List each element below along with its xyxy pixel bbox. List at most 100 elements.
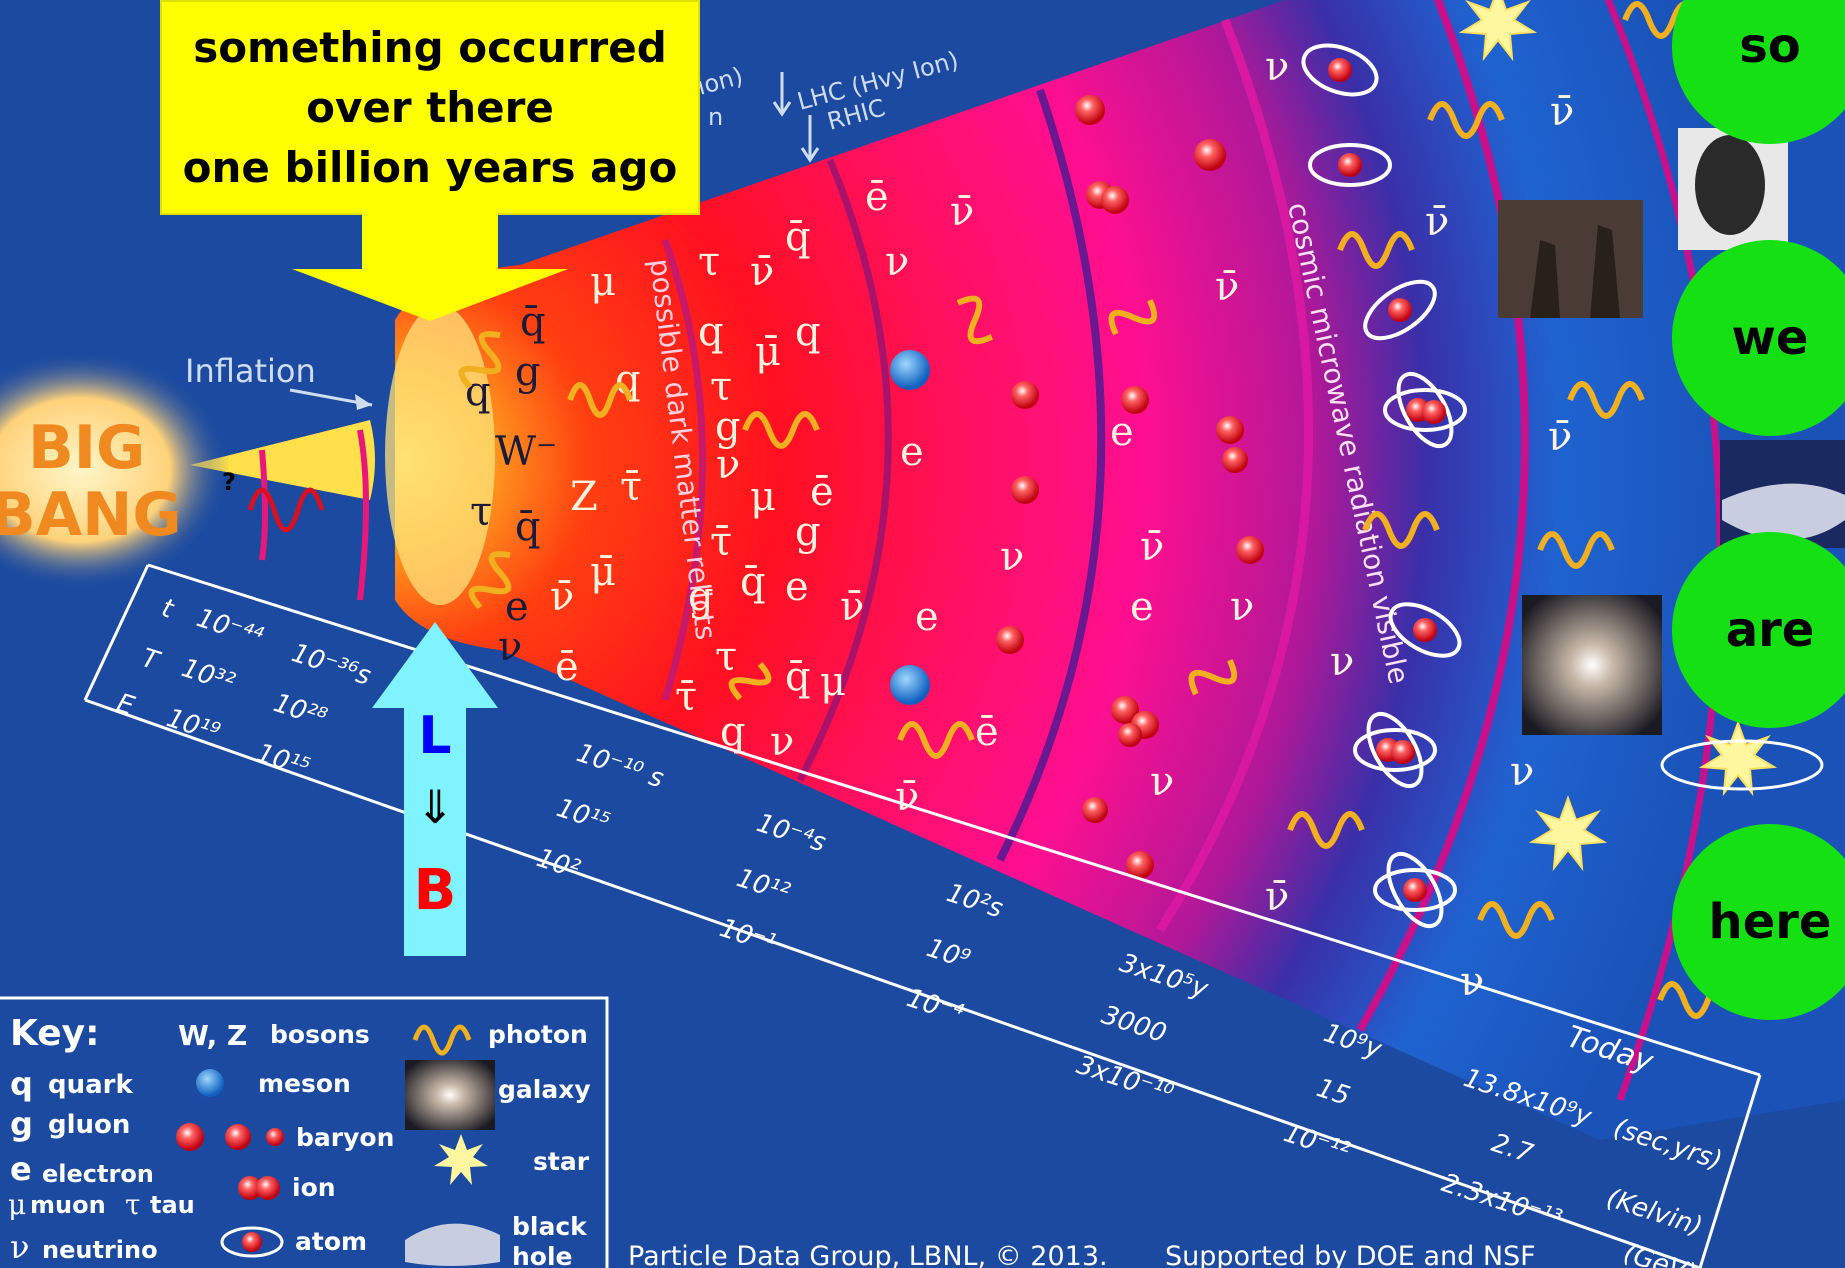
- key-black-hole-label-1: black: [512, 1212, 588, 1241]
- hot-core: [385, 305, 495, 605]
- epoch-2-t: 10⁻¹⁰ s: [573, 738, 667, 794]
- particle-e-bar: ē: [810, 469, 834, 515]
- callout-arrow-stem: [362, 213, 498, 271]
- key-neutrino-symbol: ν: [10, 1228, 29, 1266]
- particle-nu: ν: [770, 719, 794, 765]
- epoch-1-t: 10⁻³⁶s: [288, 638, 374, 692]
- particle-nu-bar: ν̄: [1215, 264, 1239, 310]
- inflation-label: Inflation: [185, 352, 316, 390]
- epoch-2-E: 10²: [533, 843, 584, 885]
- particle-nu: ν: [1230, 584, 1254, 630]
- particle-mu: μ: [750, 474, 776, 520]
- circle-so-text: so: [1739, 18, 1801, 74]
- particle-nu-bar: ν̄: [550, 574, 574, 620]
- particle-g: g: [515, 349, 541, 395]
- nebula-image: [1498, 200, 1643, 318]
- epoch-4-t: 10²s: [943, 878, 1007, 924]
- callout-box: something occurred over there one billio…: [160, 0, 700, 215]
- epoch-3-t: 10⁻⁴s: [753, 808, 830, 858]
- key-tau-symbol: τ: [125, 1188, 141, 1221]
- big-bang-text-2: BANG: [0, 480, 182, 550]
- key-baryon-icon-3: [266, 1128, 284, 1146]
- callout-line-1: something occurred: [193, 22, 667, 72]
- key-black-hole-label-2: hole: [512, 1242, 573, 1268]
- callout-line-2: over there: [306, 82, 554, 132]
- key-tau-label: tau: [150, 1191, 195, 1219]
- particle-mu: μ: [820, 659, 846, 705]
- key-quark-label: quark: [48, 1070, 133, 1100]
- particle-nu-bar: ν̄: [895, 774, 919, 820]
- circle-here: here: [1672, 824, 1845, 1020]
- particle-e-bar: ē: [865, 174, 889, 220]
- key-meson-label: meson: [258, 1069, 351, 1098]
- particle-nu-bar: ν̄: [1265, 874, 1289, 920]
- epoch-0-t: 10⁻⁴⁴: [193, 603, 267, 653]
- top-partial-label-3: n: [708, 103, 723, 131]
- particle-tau: τ: [710, 364, 732, 410]
- top-partial-label-2: ion): [694, 62, 746, 101]
- key-atom-icon: [242, 1232, 262, 1252]
- particle-e: e: [505, 584, 529, 630]
- particle-e-bar: ē: [555, 644, 579, 690]
- particle-nu-bar: ν̄: [840, 584, 864, 630]
- particle-nu-bar: ν̄: [1425, 199, 1449, 245]
- key-baryon-icon-1: [176, 1123, 204, 1151]
- key-atom-orbit: [220, 1226, 284, 1258]
- atom-nuclei: [1328, 58, 1446, 902]
- key-electron-label: electron: [42, 1160, 154, 1188]
- particle-mu-bar: μ̄: [755, 329, 781, 375]
- particle-g: g: [715, 404, 741, 450]
- particle-tau-bar: τ̄: [675, 674, 697, 720]
- epoch-3-T: 10¹²: [733, 863, 794, 908]
- big-bang-text-1: BIG: [28, 413, 145, 483]
- inflation-tube: [190, 420, 375, 500]
- key-title: Key:: [10, 1013, 100, 1054]
- galaxy-image: [1522, 595, 1662, 735]
- epoch-0-T: 10³²: [178, 653, 239, 698]
- lb-label-L: L: [418, 706, 452, 766]
- particle-e: e: [785, 564, 809, 610]
- inflation-arrow-head: [355, 394, 372, 410]
- particle-e-bar: ē: [975, 709, 999, 755]
- rhic-arrow: [800, 115, 820, 163]
- particle-tau-bar: τ̄: [620, 464, 642, 510]
- big-bang-burst: [0, 350, 230, 590]
- support-text: Supported by DOE and NSF: [1165, 1241, 1536, 1268]
- particles-red-region: μ q Z τ̄ ν̄ μ̄ ē τ q τ g ν τ̄ g τ τ̄ q ν…: [550, 44, 1574, 1005]
- key-galaxy-icon: [405, 1060, 495, 1130]
- thinker-figure: [1695, 135, 1765, 235]
- epoch-8-E: 2.3x10⁻¹³: [1438, 1168, 1566, 1235]
- particle-e: e: [900, 429, 924, 475]
- baryons: [996, 95, 1264, 879]
- key-ion-icon-1: [238, 1176, 262, 1200]
- epoch-6-E: 10⁻¹²: [1280, 1118, 1354, 1167]
- nebula-pillars: [1530, 225, 1620, 318]
- epoch-3-E: 10⁻¹: [716, 913, 780, 959]
- particle-nu: ν: [1330, 639, 1354, 685]
- particle-q-bar: q̄: [785, 654, 811, 700]
- star-orbit: [1660, 739, 1824, 791]
- unit-temperature: (Kelvin): [1603, 1183, 1706, 1242]
- key-meson-icon: [196, 1069, 224, 1097]
- key-black-hole-icon: [405, 1223, 500, 1266]
- key-galaxy-label: galaxy: [498, 1075, 591, 1104]
- key-quark-symbol: q: [10, 1065, 33, 1103]
- particle-e: e: [1130, 584, 1154, 630]
- epoch-2-T: 10¹⁵: [553, 793, 614, 838]
- particle-tau: τ: [470, 489, 492, 535]
- epoch-0-E: 10¹⁹: [163, 703, 224, 748]
- key-baryon-icon-2: [225, 1124, 251, 1150]
- timeline-row-label-T: T: [138, 643, 164, 677]
- circle-are-text: are: [1725, 602, 1815, 658]
- callout-arrow-head: [292, 269, 568, 321]
- particle-tau: τ: [715, 634, 737, 680]
- particle-nu: ν: [498, 624, 522, 670]
- circle-are: are: [1672, 532, 1845, 728]
- key-star-label: star: [533, 1147, 590, 1176]
- particle-mu-bar: μ̄: [590, 549, 616, 595]
- particle-nu: ν: [885, 239, 909, 285]
- key-atom-label: atom: [295, 1227, 367, 1256]
- particle-q: q: [795, 309, 821, 355]
- particle-q-bar: q̄: [785, 214, 811, 260]
